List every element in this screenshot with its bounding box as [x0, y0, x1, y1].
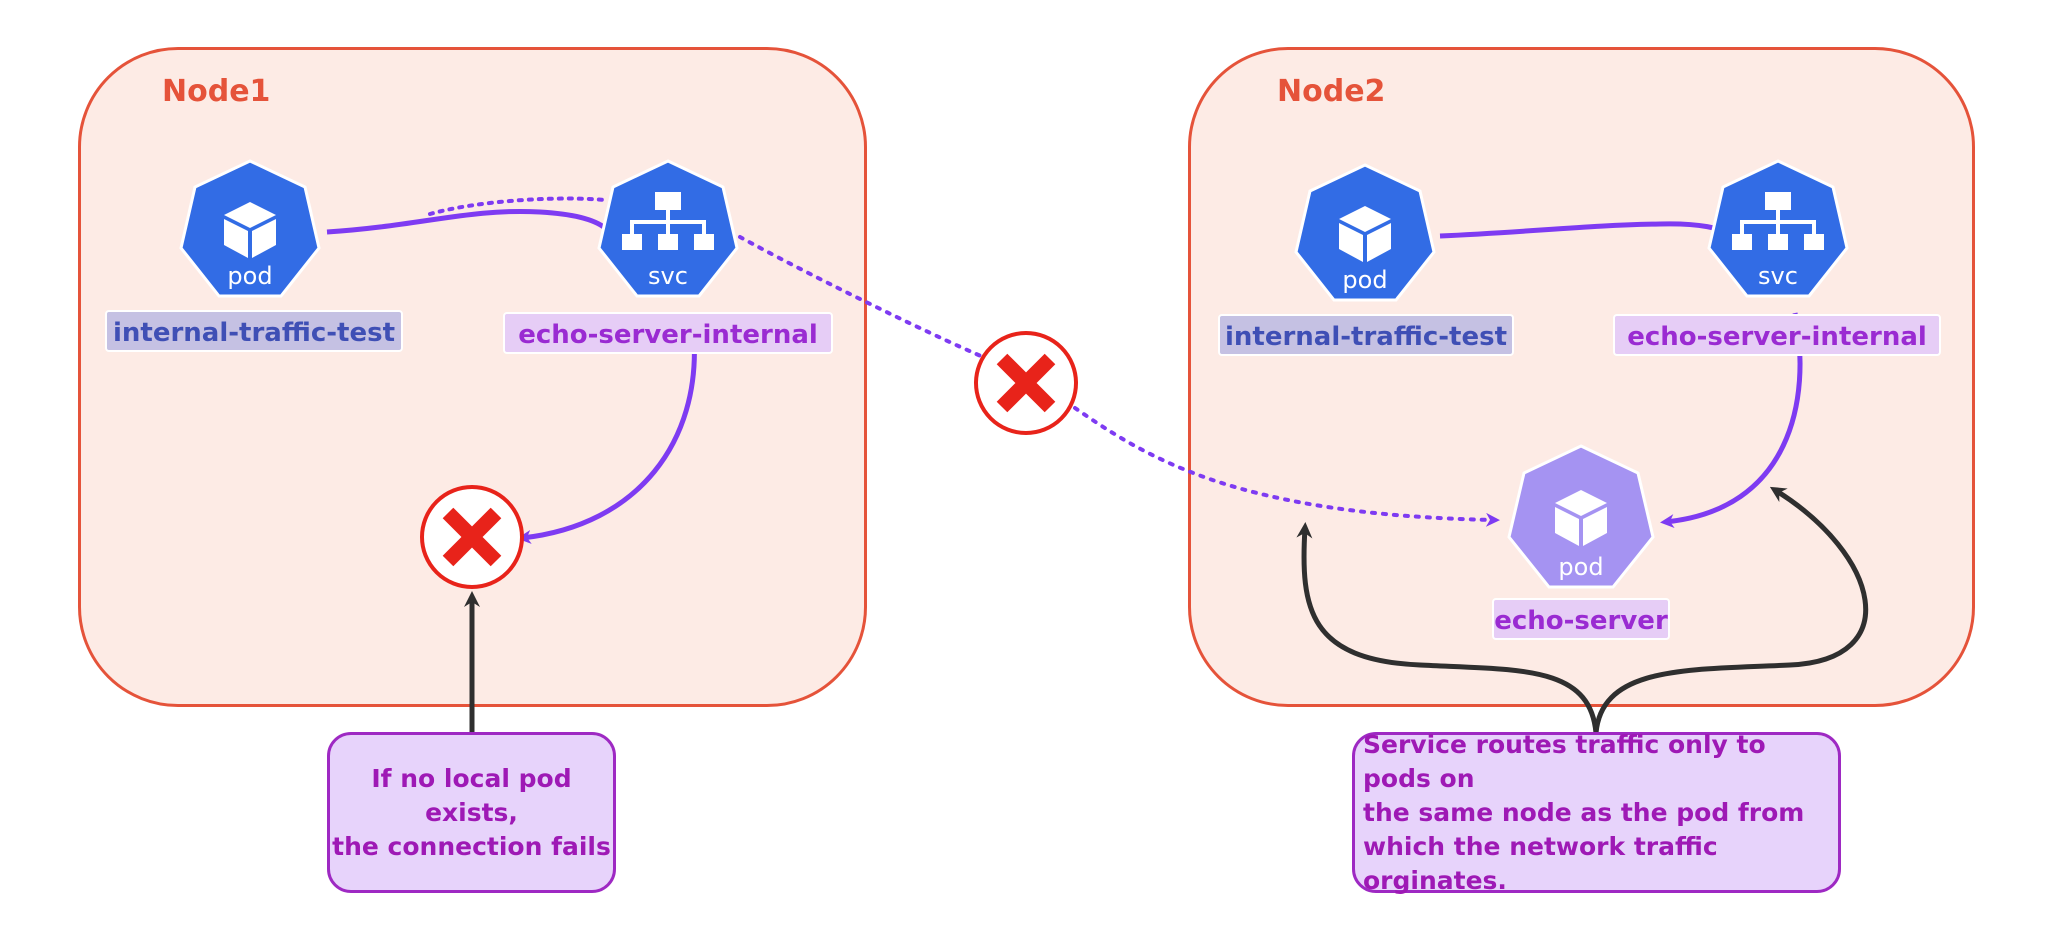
node1-svc-label: echo-server-internal	[503, 312, 833, 354]
x-circle-icon	[420, 485, 524, 589]
cross-node-dotted-path	[738, 235, 992, 362]
svc-tag: svc	[1758, 262, 1798, 290]
svc-tag: svc	[648, 262, 688, 290]
node1-title: Node1	[162, 74, 271, 109]
right-note-arrow-right	[1593, 486, 1869, 734]
node2-pod-node: pod	[1294, 163, 1436, 302]
pod-tag: pod	[227, 262, 272, 290]
node2-pod-label: internal-traffic-test	[1218, 314, 1514, 356]
node1-pod-svc-link	[326, 208, 607, 235]
x-circle-icon	[974, 331, 1078, 435]
left-note: If no local pod exists, the connection f…	[327, 732, 616, 893]
cross-node-dotted-path-cont	[1073, 406, 1500, 527]
node2-svc-node: svc	[1707, 159, 1849, 298]
left-note-text: If no local pod exists, the connection f…	[332, 763, 611, 861]
node2-svc-label: echo-server-internal	[1613, 314, 1941, 356]
node1-pod-label: internal-traffic-test	[105, 310, 403, 352]
node2-box	[1188, 47, 1975, 707]
node2-title: Node2	[1277, 74, 1386, 109]
pod-tag: pod	[1342, 266, 1387, 294]
right-note-arrow-left	[1296, 522, 1599, 734]
node1-svc-node: svc	[597, 159, 739, 298]
right-note-text: Service routes traffic only to pods on t…	[1363, 729, 1805, 895]
right-note: Service routes traffic only to pods on t…	[1352, 730, 1841, 895]
node2-echo-server-label: echo-server	[1492, 598, 1670, 640]
node1-pod-svc-dotted-link	[428, 196, 607, 216]
node2-echo-server-pod-node: pod	[1507, 444, 1655, 589]
pod-tag: pod	[1558, 553, 1603, 581]
node1-pod-node: pod	[179, 159, 321, 298]
node1-svc-to-failure-arrow	[517, 337, 697, 544]
node2-pod-svc-link	[1439, 221, 1739, 239]
